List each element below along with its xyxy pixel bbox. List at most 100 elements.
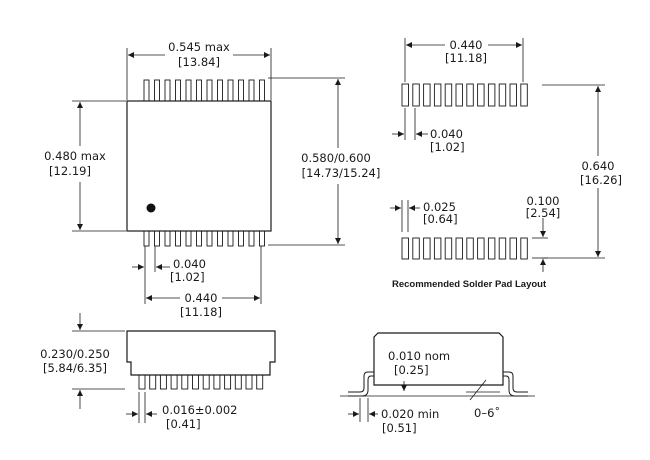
solder-pad <box>433 83 442 107</box>
bottom-pin <box>238 229 244 247</box>
pin-pitch-dimension: 0.040 [1.02] <box>132 246 206 284</box>
lower-pad-row <box>401 237 528 260</box>
pin-one-marker <box>146 203 156 213</box>
top-pin <box>206 79 213 103</box>
solder-pad <box>466 237 474 260</box>
top-pin <box>238 79 244 103</box>
solder-pad <box>477 237 485 260</box>
top-pin <box>164 79 171 103</box>
bottom-pin <box>154 229 160 247</box>
row-spacing-inch: 0.640 <box>582 159 615 173</box>
foot-length-dimension: 0.020 min [0.51] <box>348 398 439 435</box>
solder-pad <box>423 237 431 260</box>
lead-width-mm: [0.41] <box>166 417 201 431</box>
solder-pad <box>401 83 409 107</box>
side-view: 0.230/0.250 [5.84/6.35] 0.016±0.002 [0.4… <box>40 313 276 431</box>
side-height-dimension: 0.230/0.250 [5.84/6.35] <box>40 313 125 409</box>
top-view-lower-pins <box>143 229 265 247</box>
pad-span-dimension: 0.440 [11.18] <box>404 38 524 82</box>
row-spacing-mm: [16.26] <box>580 173 622 187</box>
upper-pad-row <box>401 83 528 107</box>
overall-height-dimension: 0.580/0.600 [14.73/15.24] <box>268 77 381 246</box>
solder-pad-layout: 0.440 [11.18] 0.040 [1.02] 0.640 [16.26] <box>390 38 622 290</box>
side-height-mm: [5.84/6.35] <box>43 361 107 375</box>
solder-pad <box>423 83 431 107</box>
solder-pad <box>477 83 485 107</box>
foot-angle-label: 0–6˚ <box>474 405 500 420</box>
top-view: 0.545 max [13.84] 0.480 max [12.19] 0.58… <box>44 40 380 319</box>
pad-span-mm: [11.18] <box>445 51 487 65</box>
bottom-pin <box>206 229 213 247</box>
lead-width-dimension: 0.016±0.002 [0.41] <box>126 392 237 431</box>
body-width-mm: [13.84] <box>178 55 220 69</box>
solder-pad <box>444 83 453 107</box>
foot-length-mm: [0.51] <box>382 421 417 435</box>
bottom-pin <box>143 229 150 247</box>
pad-length-dimension: 0.100 [2.54] <box>526 194 560 272</box>
bottom-pin <box>227 229 234 247</box>
bottom-pin <box>175 229 181 247</box>
pad-pitch-inch: 0.040 <box>430 127 463 141</box>
foot-angle-dimension: 0–6˚ <box>466 379 500 420</box>
solder-pad <box>509 237 517 260</box>
lead-thickness-dimension: 0.010 nom [0.25] <box>388 349 450 391</box>
right-lead-inner <box>503 375 528 397</box>
right-lead <box>503 371 528 393</box>
solder-pad <box>433 237 442 260</box>
solder-pad <box>520 237 528 260</box>
top-pin <box>185 79 192 103</box>
solder-pad <box>455 83 463 107</box>
pad-layout-caption: Recommended Solder Pad Layout <box>392 279 547 290</box>
overall-height-inch: 0.580/0.600 <box>301 151 371 165</box>
top-pin <box>196 79 202 103</box>
pin-span-inch: 0.440 <box>185 291 218 305</box>
solder-pad <box>487 83 496 107</box>
bottom-pin <box>164 229 171 247</box>
solder-pad <box>498 237 507 260</box>
pad-width-dimension: 0.025 [0.64] <box>390 200 458 232</box>
solder-pad <box>412 237 420 260</box>
pin-span-mm: [11.18] <box>180 305 222 319</box>
bottom-pin <box>259 229 265 247</box>
solder-pad <box>498 83 507 107</box>
bottom-pin <box>196 229 202 247</box>
pin-pitch-mm: [1.02] <box>170 270 205 284</box>
end-view-body <box>373 332 504 386</box>
lead-thickness-inch: 0.010 nom <box>388 349 450 363</box>
solder-pad <box>444 237 453 260</box>
top-pin <box>248 79 255 103</box>
body-width-dimension: 0.545 max [13.84] <box>126 40 272 100</box>
solder-pad <box>487 237 496 260</box>
left-lead-inner <box>348 375 374 397</box>
body-width-inch: 0.545 max <box>168 40 230 54</box>
foot-length-inch: 0.020 min <box>381 407 439 421</box>
pad-pitch-dimension: 0.040 [1.02] <box>392 108 465 154</box>
pin-pitch-inch: 0.040 <box>173 257 206 271</box>
lead-thickness-mm: [0.25] <box>394 363 429 377</box>
top-pin <box>154 79 160 103</box>
solder-pad <box>412 83 420 107</box>
pad-length-inch: 0.100 <box>527 194 560 208</box>
lead-width-inch: 0.016±0.002 <box>162 403 237 417</box>
pad-pitch-mm: [1.02] <box>430 140 465 154</box>
top-pin <box>227 79 234 103</box>
solder-pad <box>455 237 463 260</box>
bottom-pin <box>248 229 255 247</box>
bottom-pin <box>217 229 223 247</box>
solder-pad <box>520 83 528 107</box>
solder-pad <box>466 83 474 107</box>
top-pin <box>175 79 181 103</box>
top-pin <box>143 79 150 103</box>
end-view: 0.010 nom [0.25] 0.020 min [0.51] 0–6˚ <box>340 332 535 435</box>
row-spacing-dimension: 0.640 [16.26] <box>542 84 622 259</box>
top-pin <box>259 79 265 103</box>
top-view-upper-pins <box>143 79 265 103</box>
left-lead <box>348 371 374 393</box>
pin-span-dimension: 0.440 [11.18] <box>144 246 262 319</box>
pad-span-inch: 0.440 <box>450 38 483 52</box>
bottom-pin <box>185 229 192 247</box>
pad-width-inch: 0.025 <box>423 200 456 214</box>
overall-height-mm: [14.73/15.24] <box>302 166 381 180</box>
body-height-dimension: 0.480 max [12.19] <box>44 100 126 232</box>
